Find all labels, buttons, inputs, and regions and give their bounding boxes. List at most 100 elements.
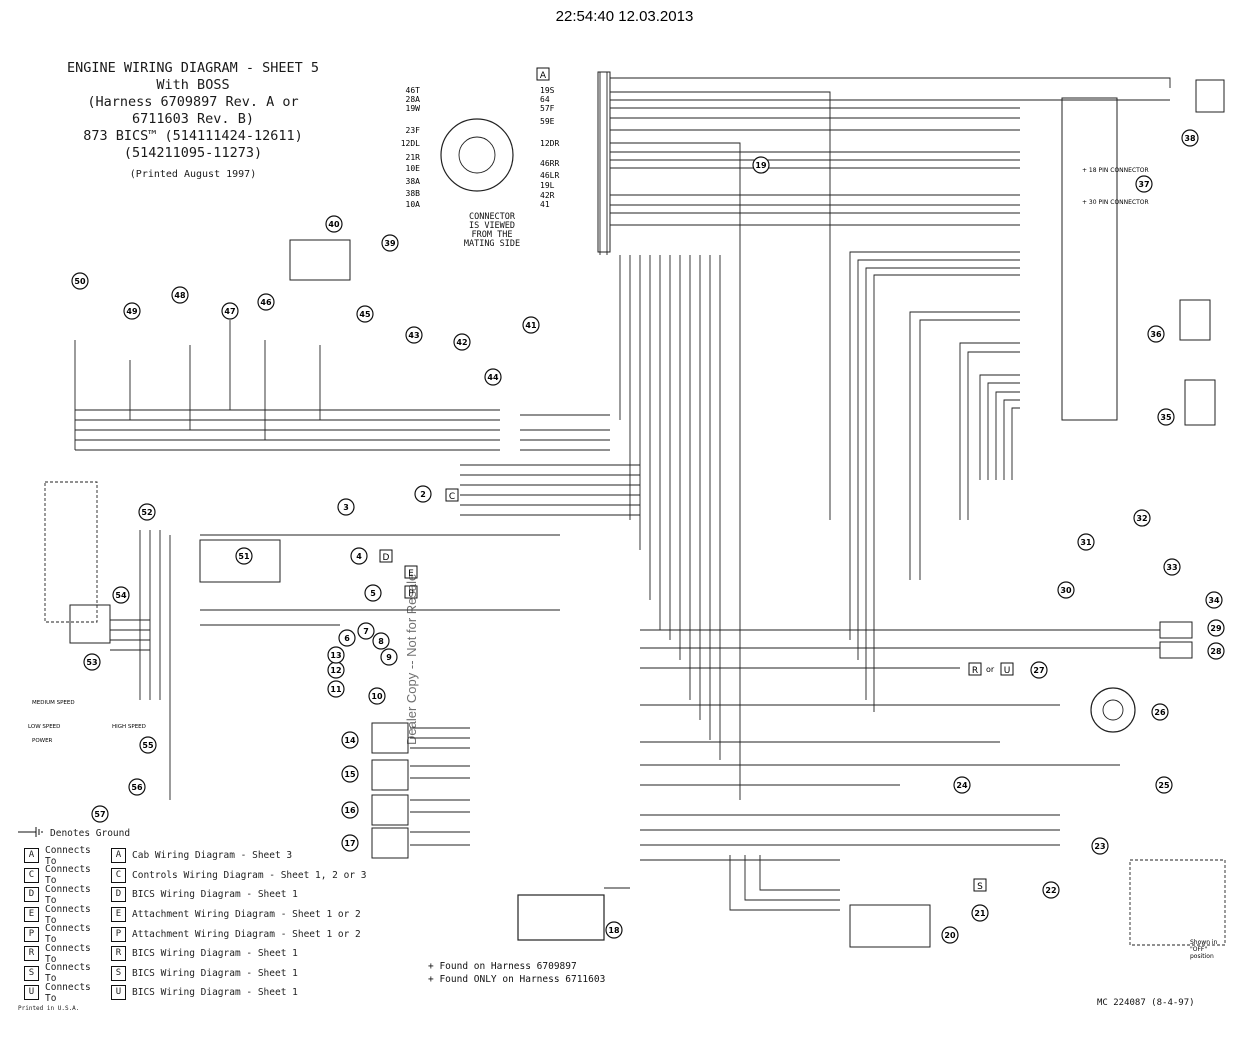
callout-circle xyxy=(484,368,502,386)
callout-52: 52 xyxy=(138,503,156,521)
legend-target-box: R xyxy=(111,946,126,962)
callout-number: 41 xyxy=(525,321,537,330)
callout-number: 13 xyxy=(330,651,341,660)
callout-circle xyxy=(1163,558,1181,576)
callout-circle xyxy=(941,926,959,944)
legend-target: Attachment Wiring Diagram - Sheet 1 or 2 xyxy=(132,928,361,940)
callout-circle xyxy=(522,316,540,334)
callout-circle xyxy=(341,834,359,852)
callout-circle xyxy=(453,333,471,351)
watermark: Dealer Copy -- Not for Resale xyxy=(404,573,419,745)
legend-target-box: A xyxy=(111,848,126,864)
callout-circle xyxy=(341,801,359,819)
printed-date: (Printed August 1997) xyxy=(129,169,257,180)
callout-number: 33 xyxy=(1166,563,1177,572)
cavity-label-right: 12DR xyxy=(540,139,559,148)
cavity-label-left: 38A xyxy=(406,177,421,186)
note-found-only: + Found ONLY on Harness 6711603 xyxy=(428,974,606,985)
callout-number: 15 xyxy=(344,770,356,779)
callout-49: 49 xyxy=(123,302,141,320)
callout-37: 37 xyxy=(1135,175,1153,193)
callout-number: 3 xyxy=(343,503,349,512)
callout-36: 36 xyxy=(1147,325,1165,343)
callout-26: 26 xyxy=(1151,703,1169,721)
connector-box-label: R xyxy=(972,666,978,676)
callout-number: 20 xyxy=(944,931,956,940)
callout-number: 55 xyxy=(142,741,154,750)
callout-number: 9 xyxy=(386,653,392,662)
callout-number: 32 xyxy=(1136,514,1147,523)
callout-number: 27 xyxy=(1033,666,1044,675)
callout-circle xyxy=(350,547,368,565)
callout-circle xyxy=(1147,325,1165,343)
callout-circle xyxy=(356,305,374,323)
callout-number: 43 xyxy=(408,331,419,340)
callout-circle xyxy=(1133,509,1151,527)
callout-28: 28 xyxy=(1207,642,1225,660)
callout-23: 23 xyxy=(1091,837,1109,855)
ground-icon xyxy=(18,826,44,840)
cavity-label-right: 57F xyxy=(540,104,555,113)
callout-circle xyxy=(1091,837,1109,855)
legend-target: BICS Wiring Diagram - Sheet 1 xyxy=(132,889,298,901)
callout-56: 56 xyxy=(128,778,146,796)
callout-circle xyxy=(171,286,189,304)
switch-shown-in-label: Shown in xyxy=(1190,939,1218,946)
callout-circle xyxy=(337,498,355,516)
callout-number: 30 xyxy=(1060,586,1072,595)
callout-3: 3 xyxy=(337,498,355,516)
callout-number: 19 xyxy=(755,161,767,170)
callout-circle xyxy=(235,547,253,565)
callout-number: 21 xyxy=(974,909,986,918)
callout-51: 51 xyxy=(235,547,253,565)
cavity-label-right: 42R xyxy=(540,191,555,200)
cavity-label-right: 64 xyxy=(540,95,550,104)
callout-10: 10 xyxy=(368,687,386,705)
callout-number: 48 xyxy=(174,291,186,300)
legend-target-box: E xyxy=(111,907,126,923)
callout-number: 46 xyxy=(260,298,272,307)
callout-number: 40 xyxy=(328,220,340,229)
callout-circle xyxy=(971,904,989,922)
legend-connects-to: Connects To xyxy=(45,942,91,965)
callout-number: 38 xyxy=(1184,134,1196,143)
callout-number: 25 xyxy=(1158,781,1170,790)
cavity-label-right: 41 xyxy=(540,200,550,209)
callout-number: 42 xyxy=(456,338,467,347)
callout-circle xyxy=(364,584,382,602)
callout-6: 6 xyxy=(338,629,356,647)
callout-22: 22 xyxy=(1042,881,1060,899)
diagram-title-block: ENGINE WIRING DIAGRAM - SHEET 5 With BOS… xyxy=(28,60,358,183)
callout-35: 35 xyxy=(1157,408,1175,426)
callout-circle xyxy=(257,293,275,311)
callout-circle xyxy=(341,765,359,783)
callout-number: 34 xyxy=(1208,596,1220,605)
part-number: MC 224087 (8-4-97) xyxy=(1097,998,1195,1008)
callout-circle xyxy=(1151,703,1169,721)
connector-box-label: S xyxy=(977,882,983,892)
connector-note: CONNECTOR IS VIEWED FROM THE MATING SIDE xyxy=(450,213,534,249)
callout-number: 53 xyxy=(86,658,97,667)
callout-44: 44 xyxy=(484,368,502,386)
callout-25: 25 xyxy=(1155,776,1173,794)
connector-box-c xyxy=(445,488,459,502)
callout-circle xyxy=(605,921,623,939)
connector-box-p xyxy=(404,585,418,599)
callout-circle xyxy=(1181,129,1199,147)
cavity-label-right: 46RR xyxy=(540,159,559,168)
power-label: POWER xyxy=(32,738,53,744)
callout-47: 47 xyxy=(221,302,239,320)
callout-14: 14 xyxy=(341,731,359,749)
title-line: (Harness 6709897 Rev. A or xyxy=(87,94,299,110)
cavity-label-right: 19L xyxy=(540,181,555,190)
callout-40: 40 xyxy=(325,215,343,233)
legend-target-box: S xyxy=(111,965,126,981)
callout-number: 54 xyxy=(115,591,127,600)
callout-19: 19 xyxy=(752,156,770,174)
callout-circle xyxy=(368,687,386,705)
callout-50: 50 xyxy=(71,272,89,290)
callout-circle xyxy=(83,653,101,671)
